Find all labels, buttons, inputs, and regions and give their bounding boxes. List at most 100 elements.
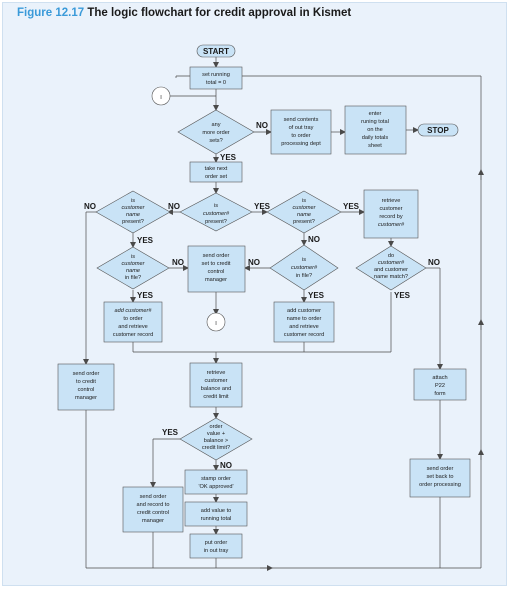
decision-id-in-file: is customer# in file?	[269, 244, 339, 291]
svg-text:is: is	[131, 254, 135, 260]
box-enter-total: enter runing total on the daily totals s…	[344, 105, 407, 155]
box-retrieve-balance: retrieve customer balance and credit lim…	[189, 362, 243, 408]
svg-text:is: is	[302, 198, 306, 204]
svg-text:and retrieve: and retrieve	[289, 324, 319, 330]
label-no-id-present: NO	[168, 202, 180, 211]
svg-text:control: control	[78, 387, 95, 393]
label-yes-match: YES	[394, 291, 411, 300]
box-add-value: add value to running total	[184, 501, 248, 527]
label-no-name-in-file: NO	[172, 258, 184, 267]
svg-text:customer#: customer#	[291, 265, 318, 271]
box-record-manager: send order and record to credit control …	[122, 486, 184, 533]
svg-text:add value to: add value to	[201, 508, 231, 514]
svg-text:customer: customer	[121, 205, 145, 211]
label-no-name-left: NO	[84, 202, 96, 211]
decision-id-present-top: is customer# present?	[179, 192, 253, 232]
label-yes-credit: YES	[162, 428, 179, 437]
decision-name-present-right: is customer name present?	[266, 190, 342, 234]
start-label: START	[203, 47, 229, 56]
svg-text:set back to: set back to	[426, 474, 453, 480]
svg-text:and customer: and customer	[374, 267, 408, 273]
stop-label: STOP	[427, 126, 449, 135]
svg-text:sheet: sheet	[368, 143, 382, 149]
svg-text:to order: to order	[291, 133, 310, 139]
svg-text:on the: on the	[367, 127, 383, 133]
svg-text:send order: send order	[427, 466, 454, 472]
svg-text:customer record: customer record	[113, 332, 153, 338]
svg-text:customer#: customer#	[203, 211, 230, 217]
box-stamp: stamp order 'OK approved'	[184, 469, 248, 495]
stop-terminal: STOP	[417, 123, 459, 137]
label-yes-id-present: YES	[254, 202, 271, 211]
box-put-out: put order in out tray	[189, 533, 243, 559]
svg-text:retrieve: retrieve	[382, 198, 401, 204]
label-no-match: NO	[428, 258, 440, 267]
label-no-credit: NO	[220, 461, 232, 470]
decision-name-in-file: is customer name in file?	[96, 246, 170, 290]
svg-text:send order: send order	[140, 494, 167, 500]
svg-text:send order: send order	[73, 371, 100, 377]
svg-text:order processing: order processing	[419, 482, 461, 488]
svg-text:manager: manager	[205, 277, 227, 283]
label-no-name-right: NO	[308, 235, 320, 244]
figure-title: The logic flowchart for credit approval …	[87, 7, 352, 19]
connector-bottom-label: I	[215, 321, 217, 327]
svg-text:name match?: name match?	[374, 274, 408, 280]
svg-text:in file?: in file?	[125, 275, 141, 281]
svg-text:customer: customer	[204, 378, 227, 384]
svg-text:is: is	[214, 203, 218, 209]
label-yes-name-in-file: YES	[137, 291, 154, 300]
svg-text:more order: more order	[202, 130, 229, 136]
box-retrieve-by-id: retrieve customer record by customer#	[363, 189, 419, 239]
label-yes-name-left: YES	[137, 236, 154, 245]
svg-text:send order: send order	[203, 253, 230, 259]
svg-text:of out tray: of out tray	[289, 125, 314, 131]
figure-label: Figure 12.17	[17, 7, 85, 19]
svg-text:'OK approved': 'OK approved'	[198, 484, 233, 490]
svg-text:name: name	[126, 268, 140, 274]
svg-text:is: is	[131, 198, 135, 204]
label-yes-name-right: YES	[343, 202, 360, 211]
box-send-back: send order set back to order processing	[409, 458, 471, 498]
svg-text:do: do	[388, 253, 394, 259]
svg-text:in file?: in file?	[296, 273, 312, 279]
start-terminal: START	[196, 44, 236, 58]
svg-text:send contents: send contents	[284, 117, 319, 123]
box-send-set-to-manager: send order set to credit control manager	[187, 245, 246, 293]
connector-bottom: I	[206, 312, 226, 332]
svg-text:credit control: credit control	[137, 510, 169, 516]
decision-name-present-left: is customer name present?	[95, 190, 171, 234]
svg-text:order: order	[209, 424, 222, 430]
connector-top: I	[151, 86, 171, 106]
svg-text:in out tray: in out tray	[204, 548, 229, 554]
svg-text:sets?: sets?	[209, 138, 222, 144]
svg-text:put order: put order	[205, 540, 228, 546]
svg-text:P22: P22	[435, 383, 445, 389]
svg-text:processing dept: processing dept	[281, 141, 321, 147]
svg-text:value +: value +	[207, 431, 225, 437]
svg-text:customer: customer	[121, 261, 145, 267]
figure-header: Figure 12.17 The logic flowchart for cre…	[17, 7, 351, 19]
svg-text:customer record: customer record	[284, 332, 324, 338]
svg-text:present?: present?	[293, 219, 315, 225]
svg-text:and record to: and record to	[137, 502, 170, 508]
svg-text:credit limit: credit limit	[203, 394, 229, 400]
svg-text:to credit: to credit	[76, 379, 96, 385]
decision-credit-limit: order value + balance > credit limit?	[179, 417, 253, 461]
svg-text:set to credit: set to credit	[202, 261, 231, 267]
svg-text:add customer#: add customer#	[114, 308, 152, 314]
svg-text:present?: present?	[205, 219, 227, 225]
box-send-contents: send contents of out tray to order proce…	[270, 109, 332, 155]
svg-text:enter: enter	[369, 111, 382, 117]
svg-text:is: is	[302, 257, 306, 263]
svg-text:and retrieve: and retrieve	[118, 324, 148, 330]
label-yes-id-in-file: YES	[308, 291, 325, 300]
svg-text:runing total: runing total	[361, 119, 389, 125]
svg-text:add customer: add customer	[287, 308, 321, 314]
box-take-next: take next order set	[189, 161, 243, 183]
svg-text:attach: attach	[432, 375, 447, 381]
svg-text:customer: customer	[292, 205, 316, 211]
box-send-to-credit-left: send order to credit control manager	[57, 363, 115, 411]
connector-top-label: I	[160, 95, 162, 101]
